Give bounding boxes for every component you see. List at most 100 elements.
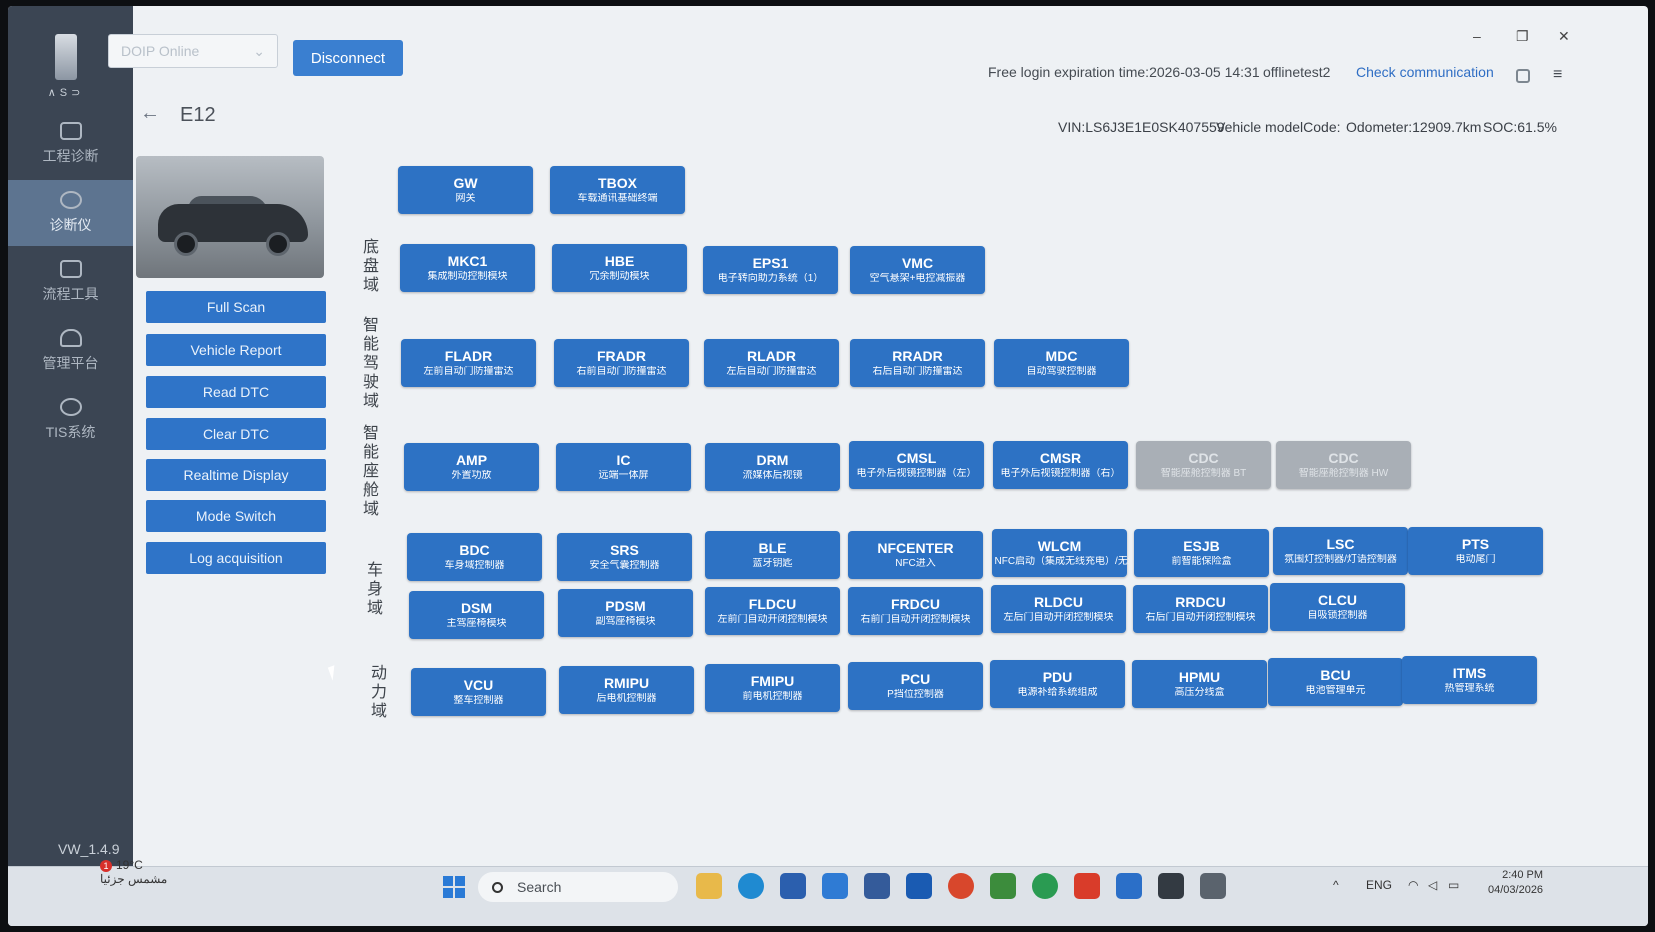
outlook-icon[interactable] <box>906 873 932 899</box>
whatsapp-icon[interactable] <box>1032 873 1058 899</box>
module-code: PDU <box>1042 669 1073 685</box>
module-description: 左后自动门防撞雷达 <box>726 366 817 377</box>
sidebar-item-process-tools[interactable]: 流程工具 <box>8 249 133 315</box>
close-icon[interactable]: ✕ <box>1558 28 1570 44</box>
menu-icon[interactable]: ≡ <box>1553 66 1563 83</box>
logo-text: ∧S⊃ <box>47 87 85 99</box>
app-icon[interactable] <box>1074 873 1100 899</box>
system-clock[interactable]: 2:40 PM 04/03/2026 <box>1488 868 1543 898</box>
windows-start-icon[interactable] <box>443 876 465 898</box>
volume-icon[interactable]: ◁ <box>1428 878 1438 892</box>
edge-browser-icon[interactable] <box>738 873 764 899</box>
battery-icon[interactable]: ▭ <box>1448 878 1460 892</box>
mode-switch-button[interactable]: Mode Switch <box>146 500 326 532</box>
hierarchy-icon <box>59 260 82 278</box>
file-explorer-icon[interactable] <box>696 873 722 899</box>
check-communication-link[interactable]: Check communication <box>1356 64 1494 80</box>
store-icon[interactable] <box>780 873 806 899</box>
chevron-up-icon[interactable]: ^ <box>1333 878 1339 892</box>
chrome-icon[interactable] <box>948 873 974 899</box>
sidebar-item-tis-system[interactable]: TIS系统 <box>8 387 133 453</box>
excel-icon[interactable] <box>990 873 1016 899</box>
sidebar-item-management-platform[interactable]: 管理平台 <box>8 318 133 384</box>
sidebar-item-label: 管理平台 <box>42 355 99 371</box>
mail-icon[interactable] <box>822 873 848 899</box>
app-icon[interactable] <box>864 873 890 899</box>
notification-icon[interactable] <box>1516 69 1530 83</box>
chevron-down-icon: ⌄ <box>253 42 265 59</box>
read-dtc-button[interactable]: Read DTC <box>146 376 326 408</box>
terminal-icon[interactable] <box>1158 873 1184 899</box>
disconnect-button[interactable]: Disconnect <box>293 40 403 76</box>
language-indicator[interactable]: ENG <box>1366 878 1393 892</box>
log-acquisition-button[interactable]: Log acquisition <box>146 542 326 574</box>
minimize-icon[interactable]: – <box>1473 28 1481 44</box>
sidebar-item-label: 工程诊断 <box>42 148 99 164</box>
back-arrow-icon[interactable]: ← <box>140 102 160 124</box>
sidebar: ∧S⊃ 工程诊断 诊断仪 流程工具 管理平台 TIS系统 VW_1.4.9 <box>8 6 133 866</box>
module-description: 网关 <box>455 193 476 204</box>
app-icon[interactable] <box>1116 873 1142 899</box>
sidebar-item-engineering-diagnosis[interactable]: 工程诊断 <box>8 111 133 177</box>
module-code: CLCU <box>1318 592 1357 608</box>
module-code: PTS <box>1461 536 1490 552</box>
connection-select[interactable]: DOIP Online ⌄ <box>108 34 278 68</box>
logo-mark <box>55 34 77 80</box>
full-scan-button[interactable]: Full Scan <box>146 291 326 323</box>
taskbar-search[interactable]: Search <box>478 872 678 902</box>
realtime-display-button[interactable]: Realtime Display <box>146 459 326 491</box>
clear-dtc-button[interactable]: Clear DTC <box>146 418 326 450</box>
module-description: 电子转向助力系统（1） <box>717 273 824 284</box>
module-description: 左后门自动开闭控制模块 <box>1003 612 1114 623</box>
wifi-icon[interactable]: ◠ <box>1408 878 1419 892</box>
sidebar-item-diagnostic-tool[interactable]: 诊断仪 <box>8 180 133 246</box>
diagnostic-app-icon[interactable] <box>1200 873 1226 899</box>
version-label: VW_1.4.9 <box>58 841 120 857</box>
restore-icon[interactable]: ❐ <box>1516 28 1529 44</box>
vehicle-report-button[interactable]: Vehicle Report <box>146 334 326 366</box>
module-description: 主驾座椅模块 <box>446 618 507 629</box>
